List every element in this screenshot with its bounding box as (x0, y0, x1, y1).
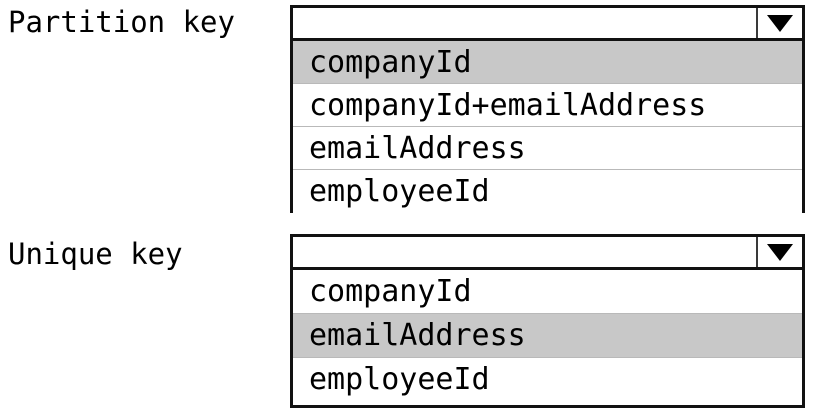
chevron-down-icon (767, 14, 793, 32)
partition-key-label: Partition key (8, 5, 235, 39)
unique-key-combobox[interactable]: companyId emailAddress employeeId (290, 234, 805, 408)
partition-key-option-list[interactable]: companyId companyId+emailAddress emailAd… (290, 41, 805, 213)
list-item[interactable]: emailAddress (293, 127, 802, 170)
unique-key-dropdown-button[interactable] (756, 237, 802, 267)
list-item[interactable]: companyId (293, 41, 802, 84)
partition-key-selected-value[interactable] (293, 8, 756, 38)
unique-key-option-list[interactable]: companyId emailAddress employeeId (290, 270, 805, 408)
list-item[interactable]: emailAddress (293, 314, 802, 358)
partition-key-combobox[interactable]: companyId companyId+emailAddress emailAd… (290, 5, 805, 213)
unique-key-selected-value[interactable] (293, 237, 756, 267)
list-item[interactable]: companyId (293, 270, 802, 314)
partition-key-combo-field[interactable] (290, 5, 805, 41)
partition-key-dropdown-button[interactable] (756, 8, 802, 38)
unique-key-combo-field[interactable] (290, 234, 805, 270)
unique-key-label: Unique key (8, 237, 183, 271)
chevron-down-icon (767, 243, 793, 261)
list-item[interactable]: employeeId (293, 358, 802, 402)
list-item[interactable]: companyId+emailAddress (293, 84, 802, 127)
list-item[interactable]: employeeId (293, 170, 802, 213)
